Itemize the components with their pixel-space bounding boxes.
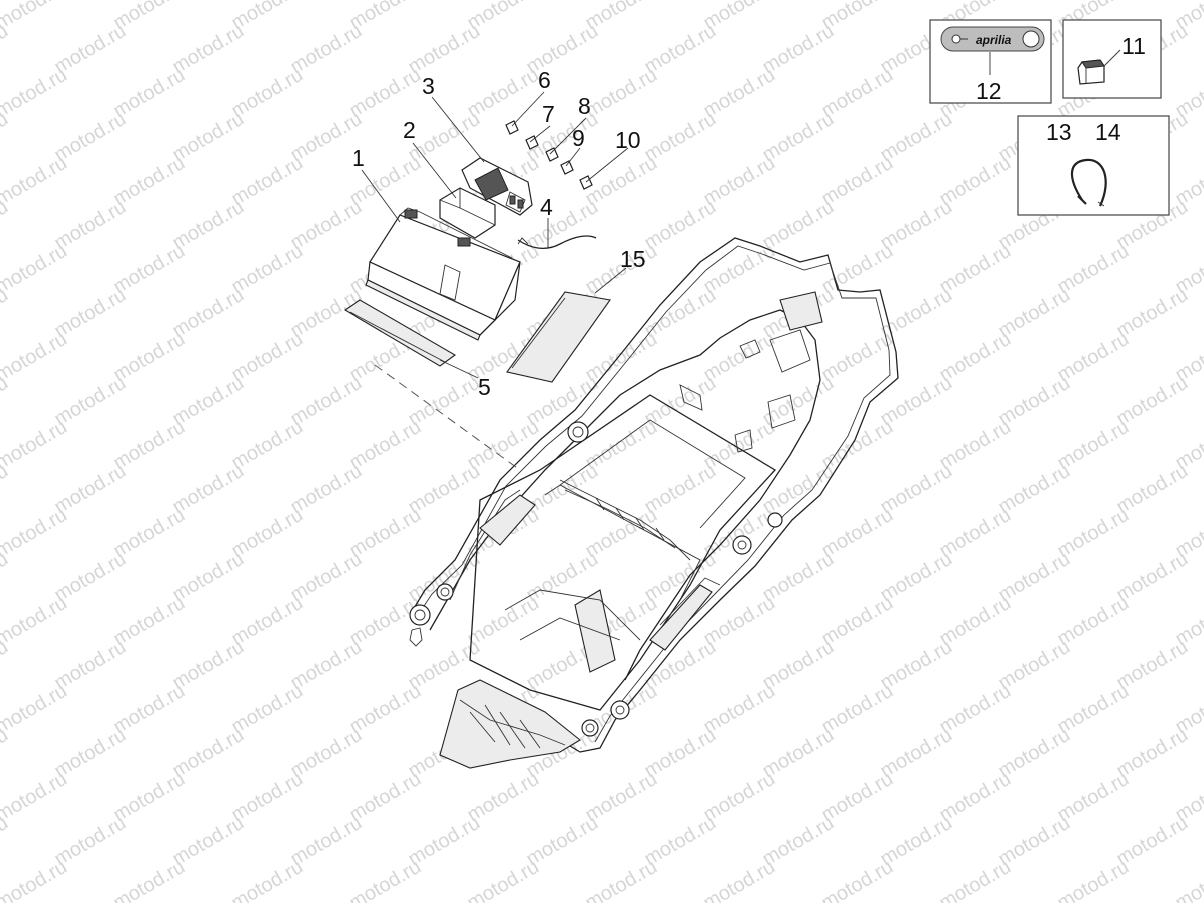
watermark-text: motod.ru — [936, 856, 1015, 903]
watermark-text: motod.ru — [464, 856, 543, 903]
aprilia-logo: aprilia — [976, 33, 1012, 47]
callout-1: 1 — [352, 145, 365, 171]
watermark-text: motod.ru — [582, 856, 661, 903]
watermark-text: motod.ru — [0, 64, 71, 123]
relay-box: 11 — [1063, 20, 1161, 98]
watermark-text: motod.ru — [346, 856, 425, 903]
callout-8: 8 — [578, 93, 591, 119]
callout-15: 15 — [620, 246, 646, 272]
watermark-text: motod.ru — [0, 416, 71, 475]
watermark-text: motod.ru — [1172, 856, 1204, 903]
callout-11: 11 — [1122, 33, 1146, 59]
watermark-text: motod.ru — [0, 504, 71, 563]
watermark-text: motod.ru — [0, 152, 71, 211]
callout-3: 3 — [422, 73, 435, 99]
callout-13: 13 — [1046, 119, 1072, 145]
callout-12: 12 — [976, 78, 1002, 104]
callout-14: 14 — [1095, 119, 1121, 145]
key-keyring-box: aprilia 12 — [930, 20, 1051, 104]
callout-4: 4 — [540, 194, 553, 220]
watermark-text: motod.ru — [110, 856, 189, 903]
clips-box: 13 14 — [1018, 116, 1169, 215]
callout-2: 2 — [403, 117, 416, 143]
watermark-text: motod.ru — [228, 856, 307, 903]
alignment-line — [375, 365, 520, 470]
watermark-text: motod.ru — [0, 328, 71, 387]
watermark-text: motod.ru — [1054, 856, 1133, 903]
callout-6: 6 — [538, 67, 551, 93]
callout-7: 7 — [542, 101, 555, 127]
watermark-text: motod.ru — [818, 856, 897, 903]
watermark-text: motod.ru — [0, 768, 71, 827]
watermark-text: motod.ru — [0, 680, 71, 739]
watermark-text: motod.ru — [0, 856, 71, 903]
watermark-text: motod.ru — [0, 240, 71, 299]
watermark-text: motod.ru — [0, 0, 71, 34]
callout-5: 5 — [478, 374, 491, 400]
watermark-text: motod.ru — [0, 592, 71, 651]
watermark-text: motod.ru — [700, 856, 779, 903]
callout-10: 10 — [615, 127, 641, 153]
callout-9: 9 — [572, 125, 585, 151]
